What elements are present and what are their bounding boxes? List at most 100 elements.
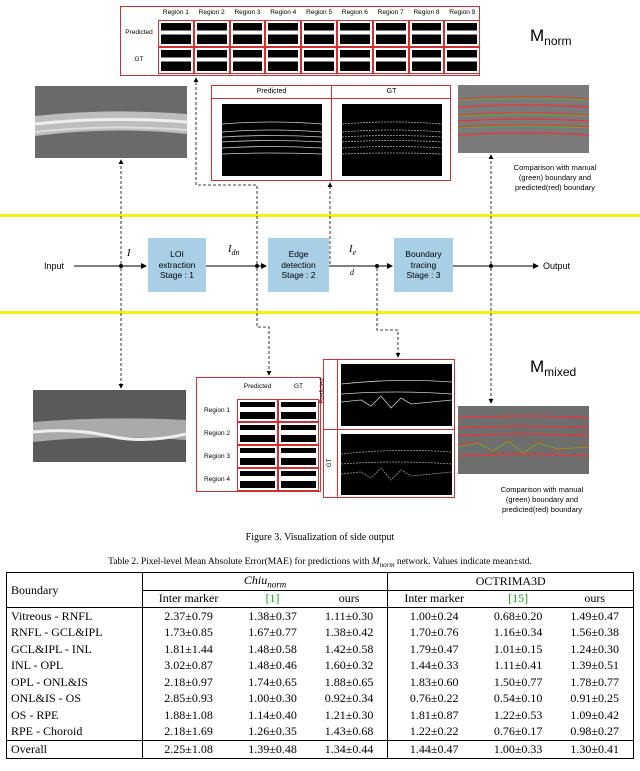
mae-value: 1.38±0.37 bbox=[248, 608, 297, 623]
top-region-cell bbox=[229, 47, 266, 74]
top-region-cell bbox=[265, 20, 302, 47]
top-region-cell bbox=[444, 20, 481, 47]
top-region-header: Region 8 bbox=[413, 9, 440, 16]
mae-value: 1.44±0.33 bbox=[409, 658, 459, 673]
symbol-idn: Idn bbox=[228, 244, 240, 258]
mae-value: 1.39±0.48 bbox=[248, 741, 297, 756]
comparison-image-bottom bbox=[458, 406, 589, 474]
top-region-mask bbox=[232, 50, 263, 71]
mae-value: 1.09±0.42 bbox=[556, 707, 635, 724]
top-region-cell bbox=[337, 47, 373, 74]
mae-value: 0.92±0.34 bbox=[310, 690, 389, 707]
top-region-mask bbox=[340, 23, 370, 44]
mae-value: 1.14±0.40 bbox=[248, 707, 297, 722]
top-region-mask bbox=[232, 23, 263, 44]
top-region-cell bbox=[372, 47, 409, 74]
top-region-cell bbox=[158, 47, 194, 74]
top-region-header: Region 3 bbox=[234, 9, 261, 16]
bottom-region-label: Region 3 bbox=[203, 453, 231, 460]
top-region-mask bbox=[447, 50, 478, 71]
top-region-mask bbox=[375, 50, 406, 71]
mae-value: 0.76±0.22 bbox=[409, 691, 459, 706]
mae-value: 1.88±0.65 bbox=[310, 674, 389, 691]
mae-value: 1.00±0.24 bbox=[409, 608, 459, 623]
top-region-mask bbox=[304, 23, 334, 44]
mae-value: 0.91±0.25 bbox=[556, 690, 635, 707]
top-region-header: Region 1 bbox=[162, 9, 189, 16]
comparison-image-top bbox=[458, 85, 589, 153]
mae-value: 2.37±0.79 bbox=[164, 608, 213, 623]
top-region-mask bbox=[161, 50, 191, 71]
bottom-region-cell bbox=[278, 399, 319, 422]
yellow-line-top bbox=[0, 214, 640, 217]
mae-value: 1.39±0.51 bbox=[556, 657, 635, 674]
mae-value: 1.44±0.47 bbox=[409, 741, 459, 756]
top-region-mask bbox=[411, 50, 442, 71]
header-chiu-norm: Chiunorm bbox=[142, 572, 389, 590]
edge-top-predicted-label: Predicted bbox=[256, 88, 287, 95]
bottom-region-label: Region 2 bbox=[203, 430, 231, 437]
top-region-cell bbox=[408, 47, 445, 74]
comparison-image-bottom-drawing bbox=[458, 406, 589, 474]
mae-value: 1.11±0.30 bbox=[310, 607, 389, 625]
mae-value: 1.21±0.30 bbox=[310, 707, 389, 724]
oct-image-bottom-drawing bbox=[33, 390, 186, 462]
table-caption: Table 2. Pixel-level Mean Absolute Error… bbox=[108, 557, 532, 569]
top-region-header: Region 4 bbox=[270, 9, 297, 16]
top-region-cell bbox=[444, 47, 481, 74]
bottom-region-mask bbox=[281, 425, 316, 442]
top-region-cell bbox=[337, 20, 373, 47]
pipeline-connectors bbox=[74, 77, 539, 404]
boundary-name: OS - RPE bbox=[6, 707, 143, 724]
top-region-cell bbox=[265, 47, 302, 74]
comparison-image-top-drawing bbox=[458, 85, 589, 153]
edge-bottom-gt-label: GT bbox=[327, 458, 334, 468]
top-row-label: Predicted bbox=[125, 29, 153, 36]
figure-caption: Figure 3. Visualization of side output bbox=[245, 532, 395, 543]
top-row-label: GT bbox=[134, 56, 144, 63]
boundary-name: INL - OPL bbox=[6, 657, 143, 674]
pipeline-input: Input bbox=[44, 261, 65, 271]
subheader-ours-1: ours bbox=[310, 589, 389, 608]
bottom-region-mask bbox=[240, 425, 275, 442]
bottom-region-cell bbox=[278, 422, 319, 445]
bottom-region-mask bbox=[281, 402, 316, 419]
mae-value: 0.98±0.27 bbox=[556, 723, 635, 741]
mae-value: 1.81±1.44 bbox=[164, 641, 213, 656]
bottom-region-cell bbox=[278, 468, 319, 491]
yellow-line-bottom bbox=[0, 311, 640, 314]
symbol-ie: Ie bbox=[349, 244, 357, 258]
mae-value: 3.02±0.87 bbox=[164, 658, 213, 673]
mae-value: 1.24±0.30 bbox=[556, 641, 635, 658]
mae-value: 1.34±0.44 bbox=[310, 740, 389, 758]
bottom-region-cell bbox=[237, 399, 278, 422]
mae-value: 1.30±0.41 bbox=[556, 740, 635, 758]
mae-value: 1.56±0.38 bbox=[556, 624, 635, 641]
mae-value: 1.00±0.30 bbox=[248, 691, 297, 706]
bottom-region-mask bbox=[281, 448, 316, 465]
boundary-name: OPL - ONL&IS bbox=[6, 674, 143, 691]
oct-image-top-drawing bbox=[35, 86, 187, 158]
mae-value: 1.48±0.58 bbox=[248, 641, 297, 656]
mae-value: 1.38±0.42 bbox=[310, 624, 389, 641]
edge-bottom-gt-map bbox=[341, 434, 452, 495]
mae-value: 1.79±0.47 bbox=[409, 641, 459, 656]
top-region-header: Region 6 bbox=[341, 9, 368, 16]
top-region-cell bbox=[372, 20, 409, 47]
bottom-col-header: GT bbox=[293, 383, 304, 390]
bottom-col-header: Predicted bbox=[243, 383, 272, 390]
mae-value: 1.22±0.22 bbox=[409, 724, 459, 739]
boundary-name: ONL&IS - OS bbox=[6, 690, 143, 707]
mae-value: 0.76±0.17 bbox=[493, 724, 543, 739]
boundary-name: Overall bbox=[6, 740, 143, 758]
comparison-note-top: Comparison with manual (green) boundary … bbox=[513, 163, 597, 192]
mae-value: 1.67±0.77 bbox=[248, 625, 297, 640]
